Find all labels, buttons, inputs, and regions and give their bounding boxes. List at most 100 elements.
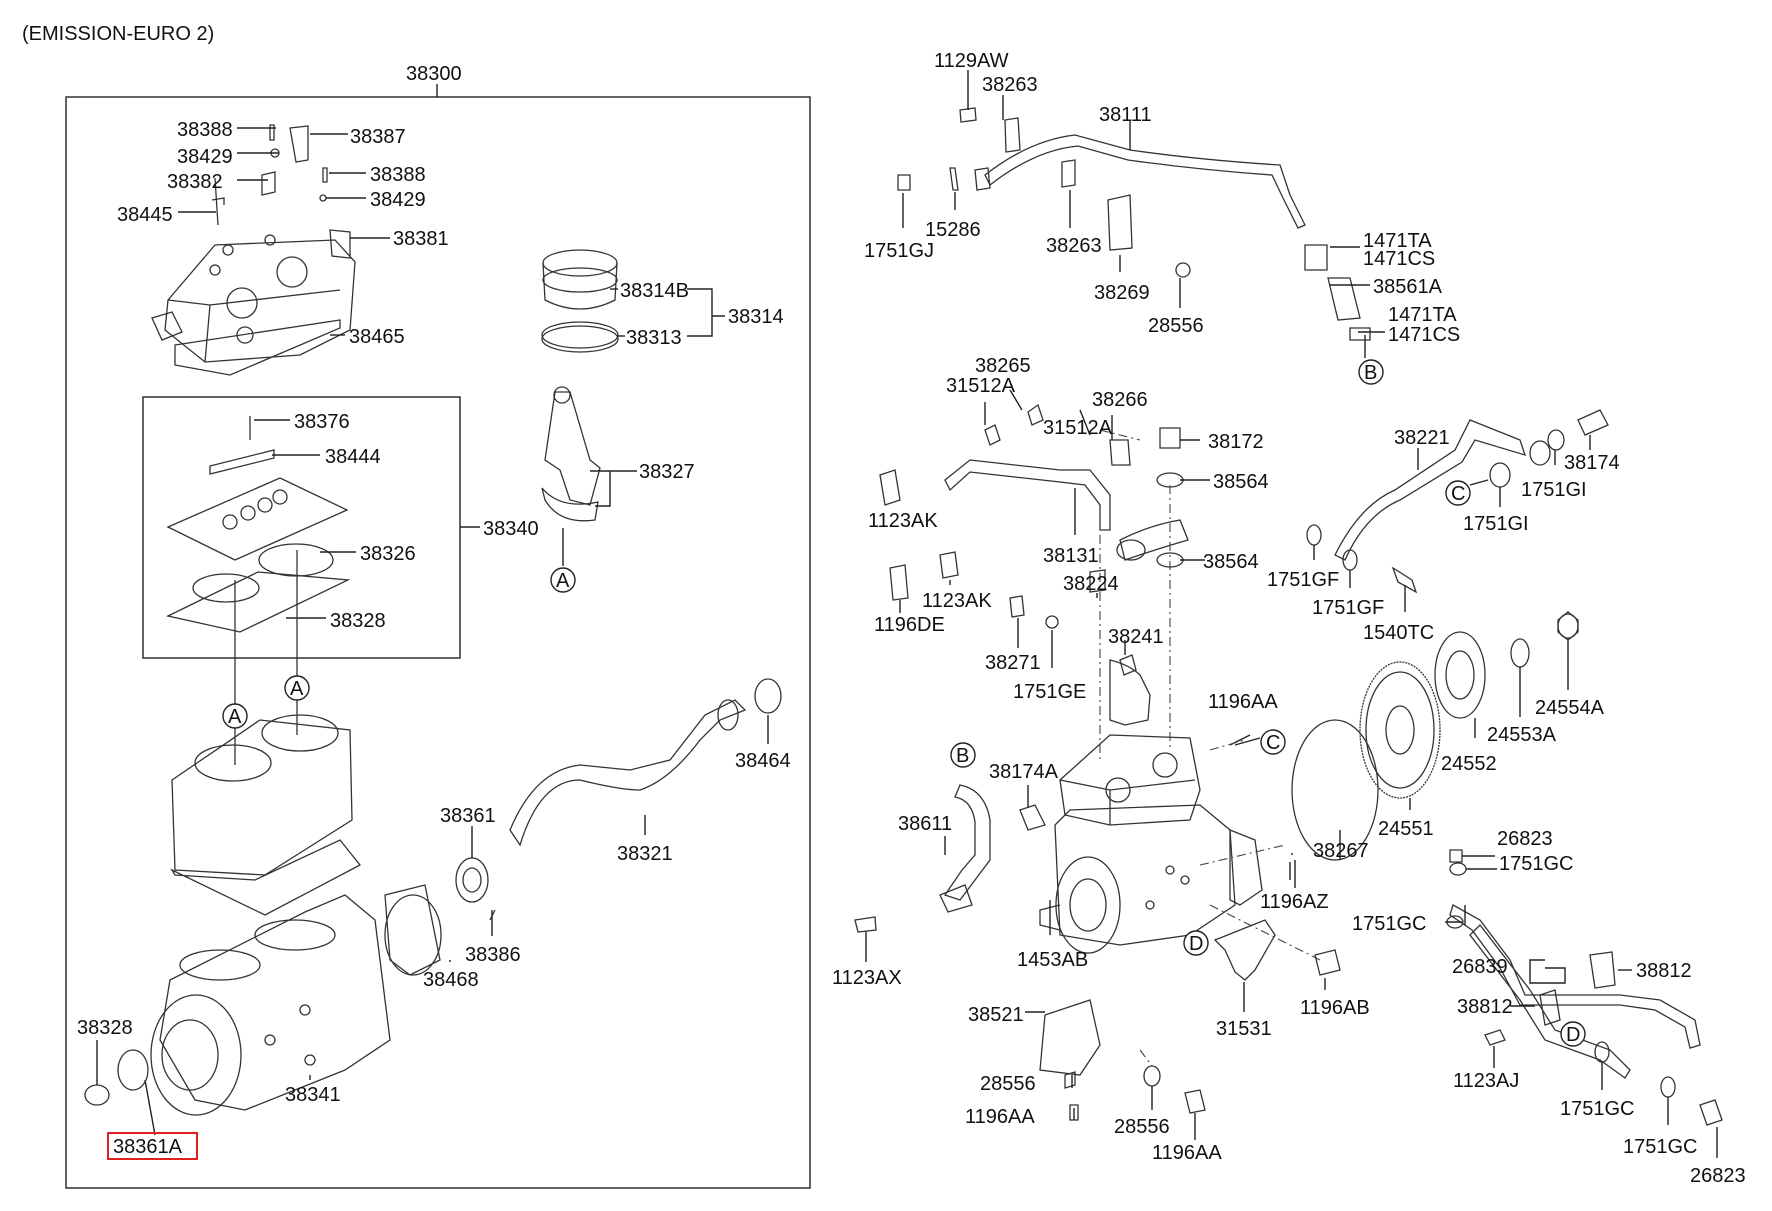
part-label-38564[interactable]: 38564 [1213,471,1269,493]
part-label-38464[interactable]: 38464 [735,750,791,772]
part-label-38468[interactable]: 38468 [423,969,479,991]
part-label-1196de[interactable]: 1196DE [874,614,945,636]
part-label-1123aj[interactable]: 1123AJ [1453,1070,1519,1092]
part-label-31531[interactable]: 31531 [1216,1018,1272,1040]
part-label-1453ab[interactable]: 1453AB [1017,949,1088,971]
ref-circle-a-1 [550,567,576,593]
leader-lines-26839 [1445,855,1718,1158]
part-label-38221[interactable]: 38221 [1394,427,1450,449]
part-label-26823[interactable]: 26823 [1497,828,1553,850]
part-label-38111[interactable]: 38111 [1099,104,1152,126]
part-label-38444[interactable]: 38444 [325,446,381,468]
part-label-38561a[interactable]: 38561A [1373,276,1443,298]
part-label-38265[interactable]: 38265 [975,355,1031,377]
part-label-1129aw[interactable]: 1129AW [934,50,1009,72]
part-label-1751gi[interactable]: 1751GI [1521,479,1587,501]
gasket-set-illustration [166,416,351,633]
part-label-15286[interactable]: 15286 [925,219,981,241]
part-label-38328[interactable]: 38328 [330,610,386,632]
part-label-38314b[interactable]: 38314B [620,280,689,302]
part-label-38382[interactable]: 38382 [167,171,223,193]
part-label-1751ge[interactable]: 1751GE [1013,681,1086,703]
part-label-38388[interactable]: 38388 [177,119,233,141]
ref-label-b-2: B [956,745,969,767]
part-label-38131[interactable]: 38131 [1043,545,1099,567]
part-label-1196aa[interactable]: 1196AA [1208,691,1278,713]
part-label-38386[interactable]: 38386 [465,944,521,966]
part-label-24551[interactable]: 24551 [1378,818,1434,840]
ref-label-d-1: D [1189,933,1203,955]
part-label-38429-b[interactable]: 38429 [370,189,426,211]
part-label-1196aa-b[interactable]: 1196AA [965,1106,1035,1128]
part-label-38224[interactable]: 38224 [1063,573,1119,595]
part-label-38521[interactable]: 38521 [968,1004,1024,1026]
part-label-1123ak-b[interactable]: 1123AK [922,590,992,612]
part-label-38812[interactable]: 38812 [1636,960,1692,982]
part-label-28556-b[interactable]: 28556 [980,1073,1036,1095]
part-label-38266[interactable]: 38266 [1092,389,1148,411]
part-label-24552[interactable]: 24552 [1441,753,1497,775]
part-label-31512a[interactable]: 31512A [946,375,1016,397]
part-label-26823-b[interactable]: 26823 [1690,1165,1746,1187]
part-label-1471cs[interactable]: 1471CS [1363,248,1435,270]
part-label-38172[interactable]: 38172 [1208,431,1264,453]
part-label-1196az[interactable]: 1196AZ [1260,891,1329,913]
part-label-38445[interactable]: 38445 [117,204,173,226]
part-label-1751gf[interactable]: 1751GF [1267,569,1339,591]
part-label-31512a-b[interactable]: 31512A [1043,417,1113,439]
part-label-24553a[interactable]: 24553A [1487,724,1557,746]
part-label-1123ak[interactable]: 1123AK [868,510,938,532]
part-label-38387[interactable]: 38387 [350,126,406,148]
part-label-1751gc[interactable]: 1751GC [1499,853,1574,875]
part-label-38340[interactable]: 38340 [483,518,539,540]
part-label-38381[interactable]: 38381 [393,228,449,250]
part-label-38271[interactable]: 38271 [985,652,1041,674]
part-label-1196ab[interactable]: 1196AB [1300,997,1370,1019]
part-label-38361[interactable]: 38361 [440,805,496,827]
part-label-38376[interactable]: 38376 [294,411,350,433]
part-label-38328-b[interactable]: 38328 [77,1017,133,1039]
part-label-1751gi-b[interactable]: 1751GI [1463,513,1529,535]
part-label-38429[interactable]: 38429 [177,146,233,168]
part-label-38326[interactable]: 38326 [360,543,416,565]
part-label-26839[interactable]: 26839 [1452,956,1508,978]
part-label-1751gc-b[interactable]: 1751GC [1352,913,1427,935]
part-label-1540tc[interactable]: 1540TC [1363,622,1434,644]
part-label-38388-b[interactable]: 38388 [370,164,426,186]
cylinder-head-illustration [151,124,356,376]
part-label-38174[interactable]: 38174 [1564,452,1620,474]
part-label-1196aa-c[interactable]: 1196AA [1152,1142,1222,1164]
part-label-38174a[interactable]: 38174A [989,761,1059,783]
part-label-1751gc-c[interactable]: 1751GC [1560,1098,1635,1120]
highlight-box-38361a [107,1132,198,1160]
part-label-38263-b[interactable]: 38263 [1046,235,1102,257]
part-label-1471ta[interactable]: 1471TA [1363,230,1432,252]
part-label-38313[interactable]: 38313 [626,327,682,349]
part-label-38267[interactable]: 38267 [1313,840,1369,862]
part-label-38327[interactable]: 38327 [639,461,695,483]
compressor-illustration [1039,734,1263,954]
part-label-38564-b[interactable]: 38564 [1203,551,1259,573]
part-label-38269[interactable]: 38269 [1094,282,1150,304]
part-label-1123ax[interactable]: 1123AX [832,967,902,989]
ref-label-d-2: D [1566,1024,1580,1046]
part-label-24554a[interactable]: 24554A [1535,697,1605,719]
part-label-1751gf-b[interactable]: 1751GF [1312,597,1384,619]
part-label-38465[interactable]: 38465 [349,326,405,348]
part-label-38812-b[interactable]: 38812 [1457,996,1513,1018]
part-label-38263[interactable]: 38263 [982,74,1038,96]
ref-label-a-2: A [228,706,242,728]
part-label-1751gc-d[interactable]: 1751GC [1623,1136,1698,1158]
part-label-38611[interactable]: 38611 [898,813,952,835]
part-label-28556[interactable]: 28556 [1148,315,1204,337]
part-label-1751gj[interactable]: 1751GJ [864,240,934,262]
part-label-1471cs-b[interactable]: 1471CS [1388,324,1460,346]
part-label-38361a[interactable]: 38361A [113,1136,183,1158]
part-label-38314[interactable]: 38314 [728,306,784,328]
part-label-38300[interactable]: 38300 [406,63,462,85]
part-label-28556-c[interactable]: 28556 [1114,1116,1170,1138]
part-label-38341[interactable]: 38341 [285,1084,341,1106]
part-label-1471ta-b[interactable]: 1471TA [1388,304,1457,326]
part-label-38241[interactable]: 38241 [1108,626,1164,648]
part-label-38321[interactable]: 38321 [617,843,673,865]
